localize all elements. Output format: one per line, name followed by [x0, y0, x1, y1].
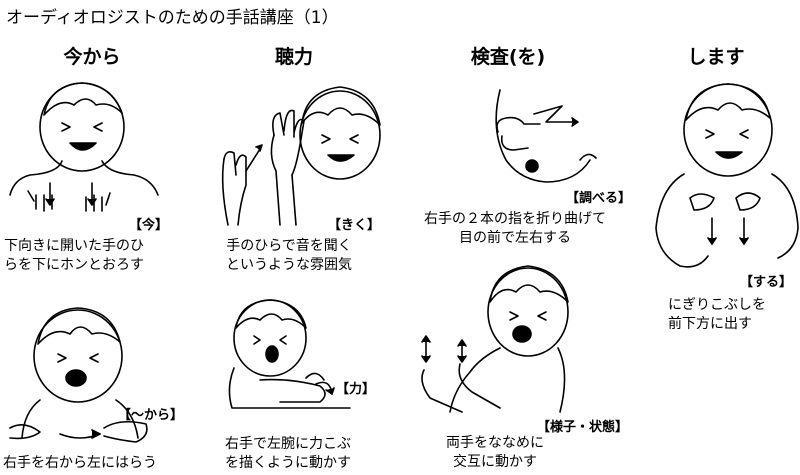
illustration-chikara	[228, 299, 351, 409]
caption-shiraberu: 右手の２本の指を折り曲げて目の前で左右する	[424, 211, 606, 246]
illustration-shiraberu	[495, 89, 597, 183]
illustration-kara	[9, 307, 148, 443]
illustration-kiku	[221, 86, 381, 226]
caption-suru: にぎりこぶしを前下方に出す	[668, 297, 766, 332]
tag-yousu: 【様子・状態】	[537, 420, 629, 435]
heading-kensa: 検査(を)	[470, 46, 546, 68]
tag-kara: 【〜から】	[118, 408, 184, 423]
caption-yousu: 両手をななめに交互に動かす	[446, 435, 544, 470]
heading-shimasu: します	[687, 46, 745, 68]
caption-chikara: 右手で左腕に力こぶを描くように動かす	[225, 436, 351, 471]
caption-kiku: 手のひらで音を聞くというような雰囲気	[226, 238, 352, 273]
caption-kara: 右手を右から左にはらう	[3, 455, 157, 471]
illustration-ima	[9, 82, 159, 212]
heading-imakara: 今から	[63, 46, 121, 68]
tag-shiraberu: 【調べる】	[566, 191, 632, 206]
tag-ima: 【今】	[129, 218, 169, 233]
page-title: オーディオロジストのための手話講座（1）	[6, 8, 339, 28]
heading-chouryoku: 聴力	[274, 46, 313, 68]
illustration-yousu	[421, 265, 569, 413]
caption-ima: 下向きに開いた手のひらを下にホンとおろす	[4, 238, 144, 273]
tag-chikara: 【力】	[336, 382, 376, 397]
tag-kiku: 【きく】	[328, 218, 381, 233]
tag-suru: 【する】	[740, 275, 793, 290]
illustration-suru	[655, 83, 799, 268]
